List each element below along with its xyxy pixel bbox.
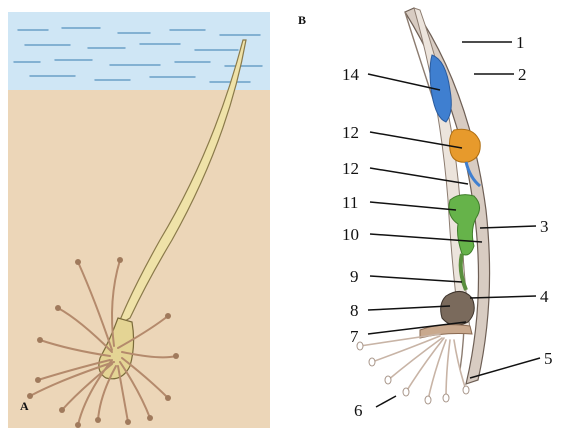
label-2: 2 xyxy=(518,65,527,84)
tentacles-b xyxy=(360,334,466,400)
label-6: 6 xyxy=(354,401,363,420)
panel-a-illustration: A xyxy=(8,12,270,428)
panel-label-a: A xyxy=(20,399,29,413)
label-10: 10 xyxy=(342,225,359,244)
label-5: 5 xyxy=(544,349,553,368)
label-3: 3 xyxy=(540,217,549,236)
label-8: 8 xyxy=(350,301,359,320)
label-12-upper: 12 xyxy=(342,123,359,142)
tentacle-b-tips xyxy=(357,342,469,404)
organ-orange xyxy=(450,129,481,162)
label-11: 11 xyxy=(342,193,358,212)
label-4: 4 xyxy=(540,287,549,306)
panel-label-b: B xyxy=(298,13,306,27)
label-1: 1 xyxy=(516,33,525,52)
label-7: 7 xyxy=(350,327,359,346)
label-12-lower: 12 xyxy=(342,159,359,178)
label-14: 14 xyxy=(342,65,360,84)
label-9: 9 xyxy=(350,267,359,286)
water-layer xyxy=(8,12,270,90)
organ-dark-base xyxy=(441,291,475,325)
panel-b-illustration: B xyxy=(298,8,553,420)
